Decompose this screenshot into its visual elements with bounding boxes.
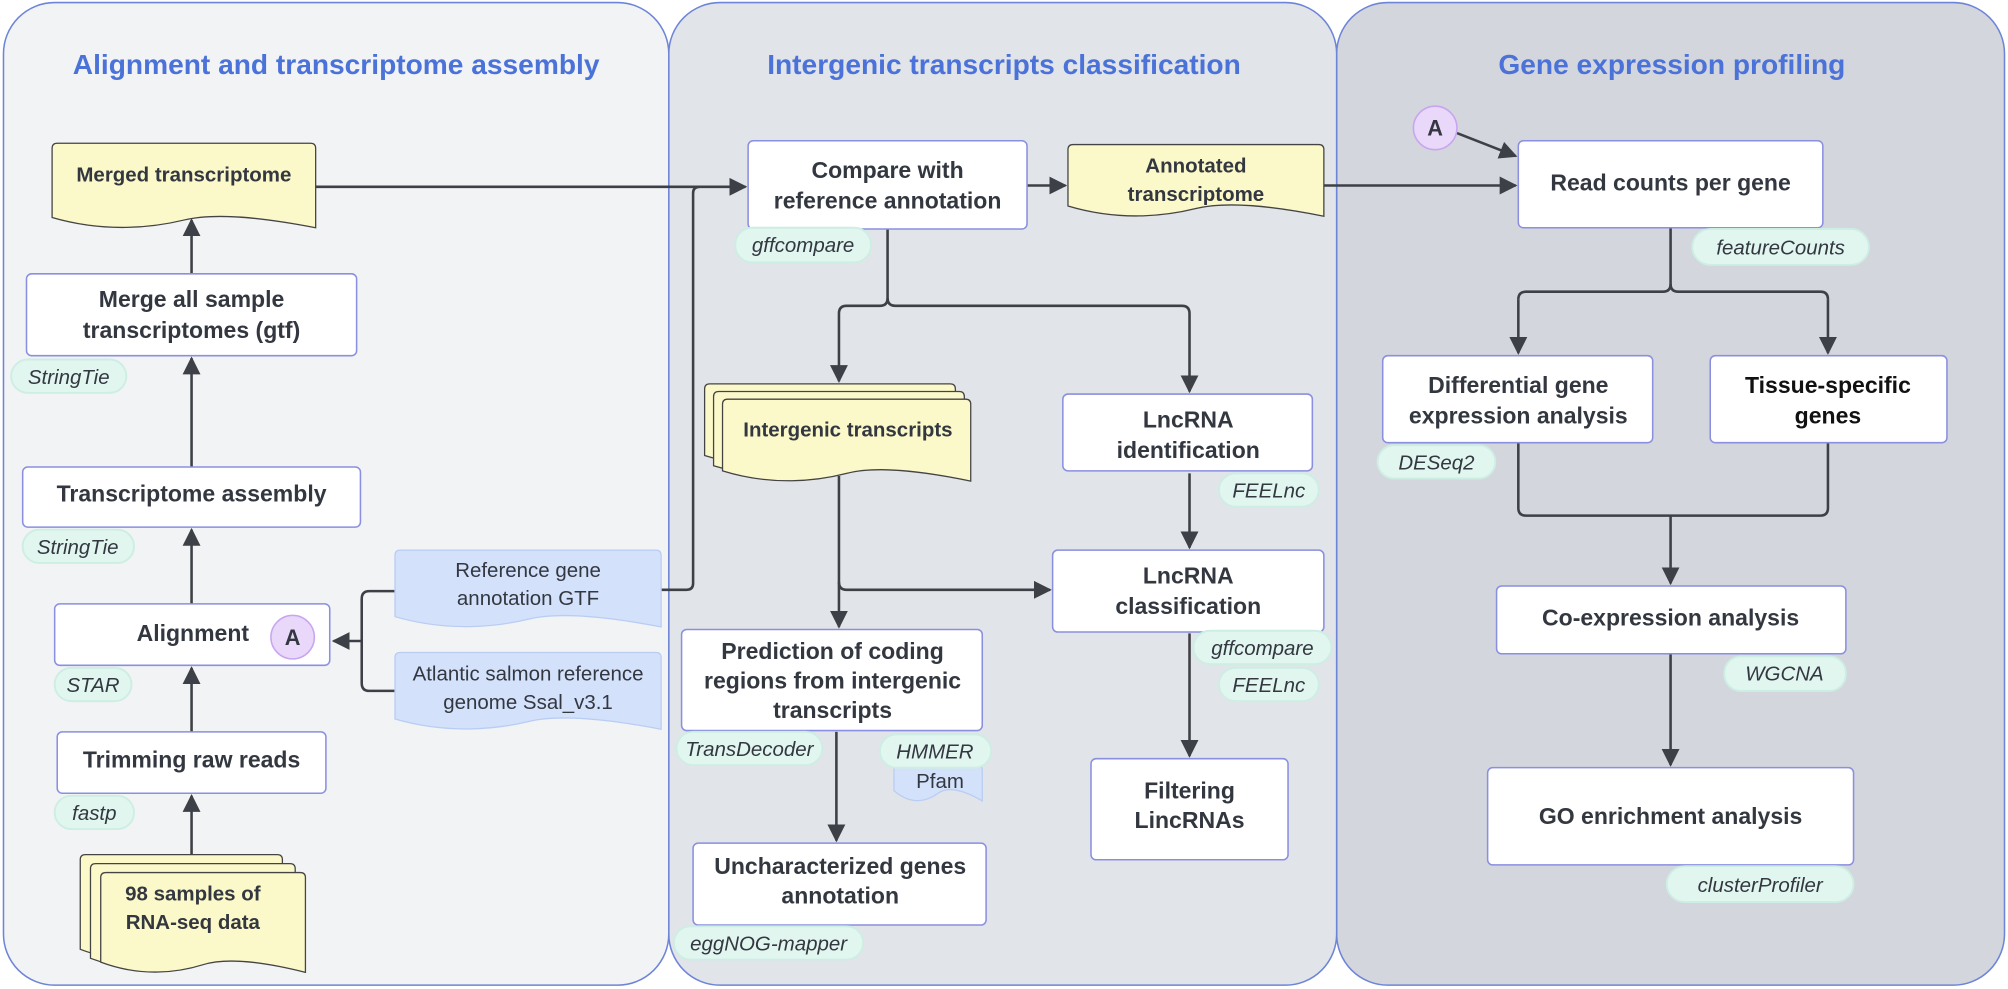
compare-label: reference annotation <box>774 188 1002 214</box>
lncrna-identification-box <box>1062 393 1314 472</box>
read-counts-box <box>1517 139 1824 229</box>
assembly-label: Transcriptome assembly <box>57 481 327 507</box>
alignment-label: Alignment <box>137 620 250 646</box>
tool-label: DESeq2 <box>1398 452 1475 475</box>
tissue-specific-box <box>1709 354 1948 444</box>
tool-pill <box>1665 865 1855 903</box>
tool-pill <box>1217 666 1320 703</box>
go-enrichment-label: GO enrichment analysis <box>1539 803 1802 829</box>
tool-pill <box>878 733 993 769</box>
reference-gtf-label: Reference gene <box>455 559 601 582</box>
read-counts-label: Read counts per gene <box>1550 170 1791 196</box>
tool-label: StringTie <box>37 536 119 559</box>
tool-pill <box>1192 629 1333 665</box>
annotated-label: transcriptome <box>1128 183 1265 206</box>
deg-label: Differential gene <box>1428 372 1609 398</box>
tool-label: fastp <box>72 802 116 825</box>
tool-pill <box>675 730 824 767</box>
coexpression-label: Co-expression analysis <box>1542 605 1799 631</box>
prediction-label: regions from intergenic <box>704 667 961 693</box>
tool-label: gffcompare <box>752 234 854 257</box>
reference-genome-label: genome Ssal_v3.1 <box>443 691 613 714</box>
merge-samples-label: Merge all sample <box>99 286 285 312</box>
compare-label: Compare with <box>811 157 963 183</box>
compare-box <box>747 139 1028 230</box>
connector-a-marker <box>1412 105 1458 151</box>
pfam-label: Pfam <box>916 770 964 793</box>
coexpression-box <box>1495 585 1847 655</box>
tool-pill <box>1376 444 1497 480</box>
deg-box <box>1381 354 1654 444</box>
uncharacterized-box <box>692 842 987 926</box>
alignment-box <box>53 603 331 667</box>
assembly-box <box>21 466 362 528</box>
annotated-transcriptome-doc <box>1067 143 1325 218</box>
panel-title-expression: Gene expression profiling <box>1498 49 1845 80</box>
tool-label: StringTie <box>28 366 110 389</box>
lncrna-classification-label: LncRNA <box>1143 562 1234 588</box>
intergenic-stacked-docs <box>703 383 972 482</box>
prediction-label: Prediction of coding <box>721 638 943 664</box>
samples-label: RNA-seq data <box>126 911 261 934</box>
annotated-label: Annotated <box>1145 155 1246 178</box>
merged-transcriptome-label: Merged transcriptome <box>76 164 291 187</box>
reference-genome-label: Atlantic salmon reference <box>413 663 644 686</box>
tool-label: eggNOG-mapper <box>690 933 848 956</box>
tool-label: WGCNA <box>1745 663 1823 686</box>
intergenic-label: Intergenic transcripts <box>743 418 952 441</box>
reference-gtf-label: annotation GTF <box>457 587 599 610</box>
tool-pill <box>53 794 135 831</box>
merged-transcriptome-doc <box>51 142 317 229</box>
lncrna-classification-label: classification <box>1115 593 1261 619</box>
go-enrichment-box <box>1486 766 1855 866</box>
prediction-box <box>680 628 984 732</box>
tool-label: FEELnc <box>1232 674 1305 697</box>
panel-title-classification: Intergenic transcripts classification <box>767 49 1241 80</box>
tool-label: TransDecoder <box>685 738 814 761</box>
document-shape <box>100 871 307 974</box>
tissue-specific-label: Tissue-specific <box>1745 372 1911 398</box>
reference-gtf-doc <box>394 549 662 628</box>
connector-a-label: A <box>1427 116 1443 141</box>
tool-pill <box>1691 228 1870 266</box>
tissue-specific-label: genes <box>1795 402 1862 428</box>
tool-pill <box>53 666 133 703</box>
connector-a-marker <box>270 614 316 660</box>
reference-genome-doc <box>394 651 662 731</box>
tool-label: STAR <box>67 674 120 697</box>
merge-samples-label: transcriptomes (gtf) <box>83 317 300 343</box>
filtering-box <box>1090 757 1289 861</box>
tool-label: gffcompare <box>1211 637 1313 660</box>
samples-stacked-docs <box>79 854 307 974</box>
tool-label: FEELnc <box>1232 480 1305 503</box>
deg-label: expression analysis <box>1409 402 1628 428</box>
connectors <box>182 131 1837 855</box>
uncharacterized-label: annotation <box>781 882 899 908</box>
merge-samples-box <box>25 273 358 357</box>
filtering-label: Filtering <box>1144 777 1235 803</box>
tool-pill <box>10 358 128 394</box>
tool-pill <box>1217 472 1320 508</box>
lncrna-identification-label: LncRNA <box>1143 406 1234 432</box>
trimming-box <box>56 731 327 795</box>
uncharacterized-label: Uncharacterized genes <box>714 853 966 879</box>
prediction-label: transcripts <box>773 697 892 723</box>
tool-label: HMMER <box>896 741 974 764</box>
filtering-label: LincRNAs <box>1135 807 1245 833</box>
lncrna-identification-label: identification <box>1117 437 1260 463</box>
document-shape <box>721 398 972 482</box>
panel-title-alignment: Alignment and transcriptome assembly <box>73 49 600 80</box>
lncrna-classification-box <box>1051 549 1325 633</box>
trimming-label: Trimming raw reads <box>83 747 300 773</box>
connector-a-label: A <box>285 625 301 650</box>
tool-pill <box>21 528 135 564</box>
tool-pill <box>672 925 865 961</box>
tool-pill <box>1723 655 1847 692</box>
tool-pill <box>734 226 872 264</box>
samples-label: 98 samples of <box>125 883 261 906</box>
tool-label: clusterProfiler <box>1698 874 1824 897</box>
tool-label: featureCounts <box>1716 237 1845 260</box>
